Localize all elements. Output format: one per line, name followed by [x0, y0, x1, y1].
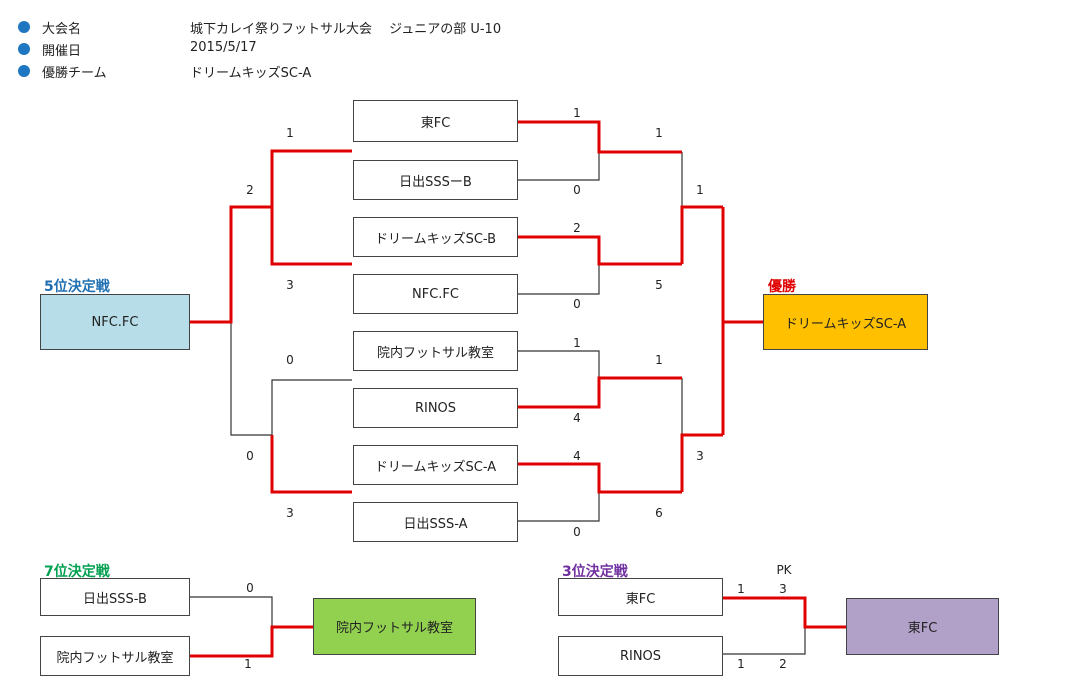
- score: 1: [655, 353, 663, 367]
- seventh-place-title: 7位決定戦: [44, 564, 110, 580]
- score: 5: [655, 278, 663, 292]
- win-line: [723, 596, 846, 629]
- win-line: [518, 120, 682, 154]
- win-line: [680, 205, 723, 264]
- score: 1: [696, 183, 704, 197]
- fifth-place-box: NFC.FC: [40, 294, 190, 350]
- score: 1: [573, 336, 581, 350]
- team-box: ドリームキッズSC-A: [353, 445, 518, 485]
- win-line: [680, 433, 723, 492]
- score: 1: [655, 126, 663, 140]
- win-line: [518, 462, 682, 494]
- pk-label: PK: [776, 563, 792, 577]
- winning-team: ドリームキッズSC-A: [190, 66, 312, 81]
- win-line: [190, 625, 313, 658]
- info-label: 大会名: [42, 22, 82, 37]
- bracket-line: [518, 350, 600, 378]
- team-box: 東FC: [353, 100, 518, 142]
- bracket-line: [723, 627, 806, 655]
- champion-title: 優勝: [768, 279, 796, 295]
- bullet-icon: [18, 43, 30, 55]
- score: 3: [286, 278, 294, 292]
- team-box: ドリームキッズSC-B: [353, 217, 518, 257]
- bracket-line: [518, 264, 600, 295]
- bracket-line: [271, 379, 352, 435]
- bracket-line: [518, 492, 600, 522]
- fifth-place-title: 5位決定戦: [44, 279, 110, 295]
- win-line: [270, 435, 352, 494]
- pk-score: 3: [779, 582, 787, 596]
- bullet-icon: [18, 21, 30, 33]
- score: 0: [246, 581, 254, 595]
- score: 2: [573, 221, 581, 235]
- bracket-line: [518, 152, 600, 181]
- score: 1: [737, 657, 745, 671]
- score: 3: [286, 506, 294, 520]
- third-place-title: 3位決定戦: [562, 564, 628, 580]
- win-line: [518, 235, 682, 266]
- team-box: 日出SSSーB: [353, 160, 518, 200]
- score: 0: [246, 449, 254, 463]
- win-line: [518, 376, 682, 409]
- team-box: 院内フットサル教室: [40, 636, 190, 676]
- seventh-place-winner-box: 院内フットサル教室: [313, 598, 476, 655]
- team-box: 院内フットサル教室: [353, 331, 518, 371]
- score: 0: [573, 525, 581, 539]
- champion-box: ドリームキッズSC-A: [763, 294, 928, 350]
- third-place-winner-box: 東FC: [846, 598, 999, 655]
- score: 1: [244, 657, 252, 671]
- tournament-date: 2015/5/17: [190, 40, 257, 55]
- score: 0: [573, 297, 581, 311]
- team-box: RINOS: [558, 636, 723, 676]
- team-box: RINOS: [353, 388, 518, 428]
- score: 1: [286, 126, 294, 140]
- score: 4: [573, 449, 581, 463]
- bracket-line: [190, 596, 273, 627]
- team-box: 東FC: [558, 578, 723, 616]
- team-box: NFC.FC: [353, 274, 518, 314]
- score: 0: [573, 183, 581, 197]
- tournament-name: 城下カレイ祭りフットサル大会 ジュニアの部 U-10: [190, 22, 502, 37]
- team-box: 日出SSS-A: [353, 502, 518, 542]
- win-line: [270, 149, 352, 266]
- bullet-icon: [18, 65, 30, 77]
- bracket-line: [230, 322, 272, 436]
- info-label: 優勝チーム: [42, 66, 107, 81]
- score: 1: [573, 106, 581, 120]
- score: 4: [573, 411, 581, 425]
- score: 1: [737, 582, 745, 596]
- score: 3: [696, 449, 704, 463]
- win-line: [190, 205, 272, 324]
- score: 0: [286, 353, 294, 367]
- team-box: 日出SSS-B: [40, 578, 190, 616]
- info-label: 開催日: [42, 44, 82, 59]
- score: 6: [655, 506, 663, 520]
- pk-score: 2: [779, 657, 787, 671]
- score: 2: [246, 183, 254, 197]
